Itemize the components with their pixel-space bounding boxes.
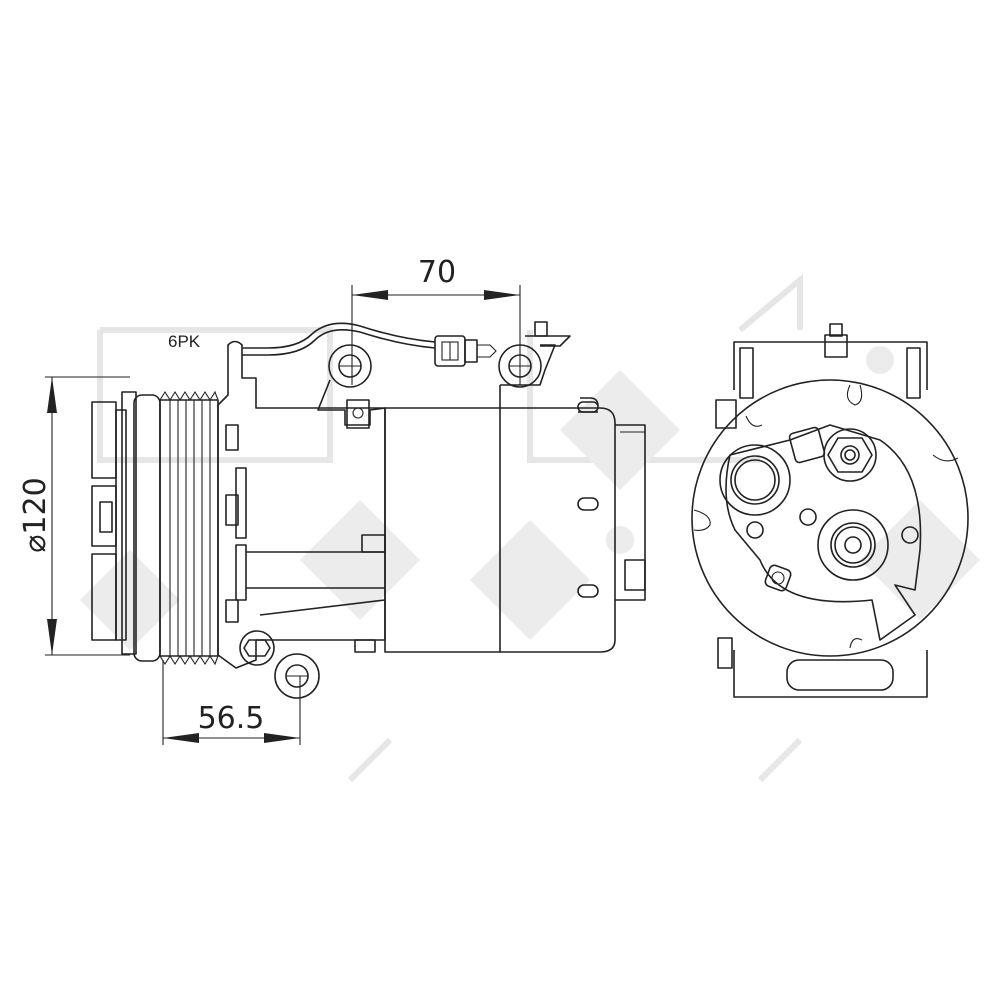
rear-view (691, 323, 969, 698)
dimension-70-label: 70 (418, 255, 456, 290)
dimension-56-5: 56.5 (162, 660, 301, 745)
wire-connector (242, 321, 571, 367)
mounting-ears (239, 344, 542, 699)
diameter-label: ⌀120 (18, 477, 53, 552)
side-view (91, 321, 646, 699)
compressor-body (384, 344, 646, 653)
dimension-56-5-label: 56.5 (198, 701, 265, 736)
dimension-diameter: ⌀120 (18, 376, 130, 656)
clutch-plate (91, 391, 137, 655)
belt-type-label: 6PK (168, 332, 201, 351)
front-housing (217, 340, 386, 669)
dimension-70: 70 (351, 255, 521, 385)
watermark (80, 273, 980, 783)
